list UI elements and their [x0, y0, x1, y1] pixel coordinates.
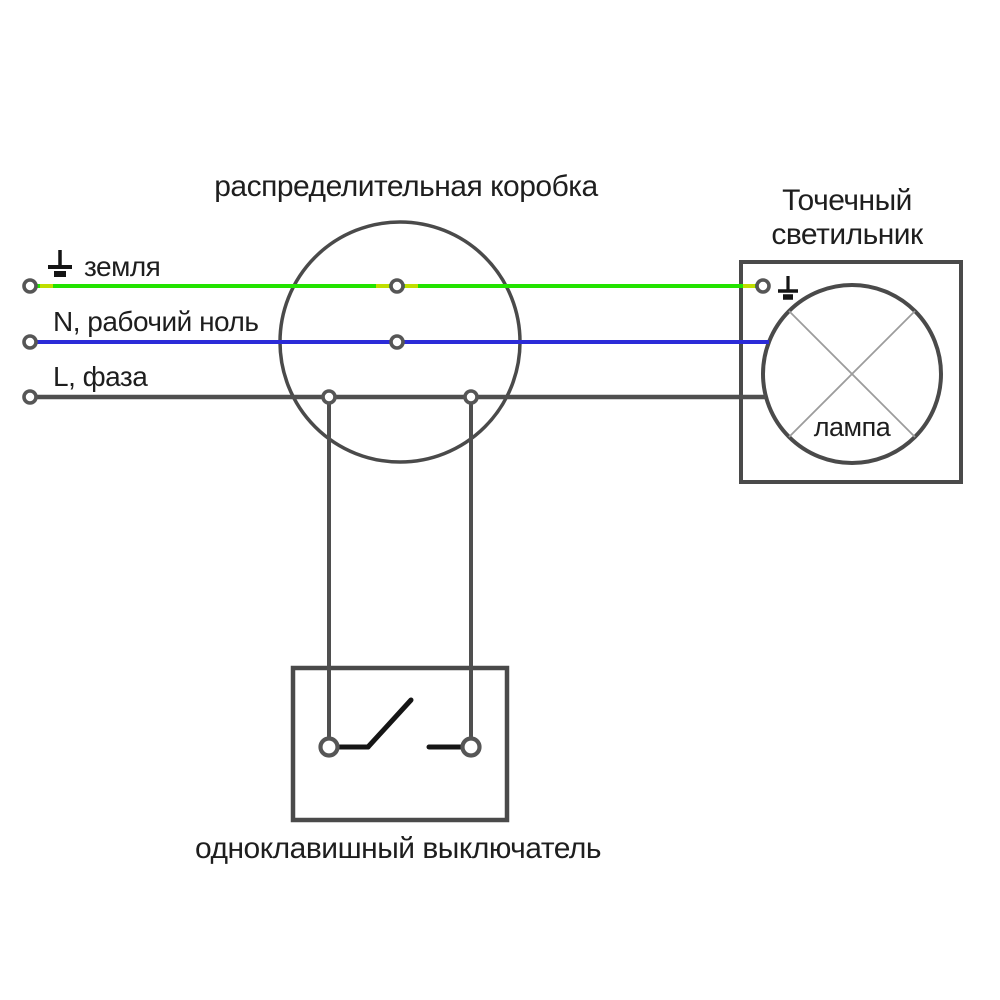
switch-terminal — [318, 736, 340, 758]
phase-wire-label: L, фаза — [53, 361, 148, 392]
earth-ground-icon — [48, 250, 72, 277]
ground-wire-label: земля — [84, 251, 160, 282]
earth-ground-icon — [778, 276, 798, 300]
terminal — [22, 389, 38, 405]
switch-terminal — [460, 736, 482, 758]
terminal — [321, 389, 337, 405]
spotlight-title-line1: Точечный — [782, 184, 912, 217]
terminal — [463, 389, 479, 405]
terminal — [755, 278, 771, 294]
terminal — [389, 334, 405, 350]
distribution-box-title: распределительная коробка — [214, 170, 598, 203]
switch-box — [290, 665, 510, 823]
lamp-label: лампа — [814, 412, 892, 442]
wire-terminals — [22, 278, 771, 758]
terminal — [389, 278, 405, 294]
neutral-wire-label: N, рабочий ноль — [53, 306, 258, 337]
spotlight-title-line2: светильник — [771, 218, 924, 251]
terminal — [22, 334, 38, 350]
switch-contact-icon — [334, 697, 465, 750]
lamp-cross-icon — [788, 310, 916, 438]
terminal — [22, 278, 38, 294]
switch-label: одноклавишный выключатель — [195, 832, 601, 865]
